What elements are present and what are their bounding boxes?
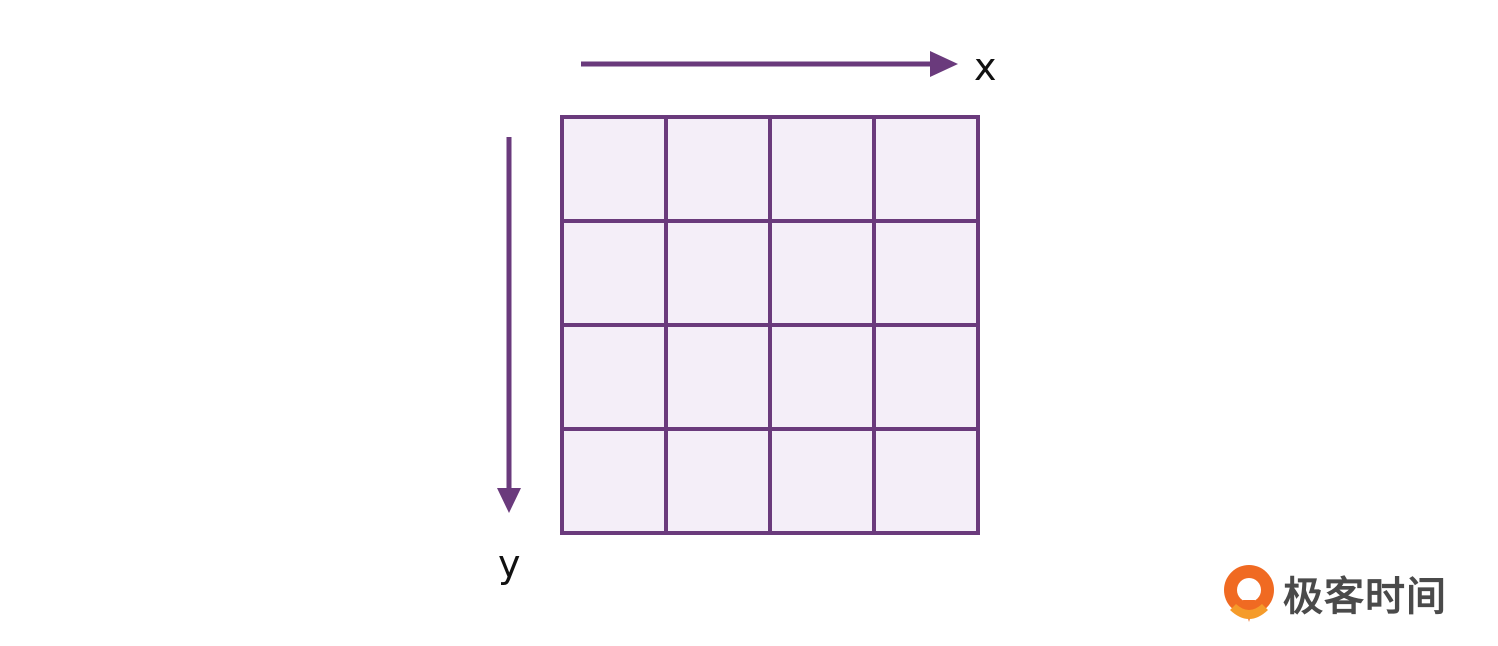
brand-logo: 极客时间 <box>1224 565 1447 622</box>
grid-cell <box>872 219 980 327</box>
grid-cell <box>560 115 668 223</box>
grid-cell <box>664 427 772 535</box>
grid-cell <box>664 219 772 327</box>
y-axis-label: y <box>498 542 521 586</box>
y-axis <box>497 137 521 513</box>
grid-cell <box>768 427 876 535</box>
grid-cell <box>560 219 668 327</box>
y-axis-arrowhead <box>497 488 521 513</box>
grid-cell <box>768 115 876 223</box>
grid-cell <box>560 323 668 431</box>
grid-cell <box>664 115 772 223</box>
grid-cell <box>872 115 980 223</box>
grid-cell <box>768 219 876 327</box>
geek-time-logo-icon <box>1224 565 1274 622</box>
brand-name: 极客时间 <box>1283 574 1447 620</box>
x-axis <box>581 51 958 77</box>
grid-cell <box>872 427 980 535</box>
x-axis-label: x <box>974 45 997 89</box>
grid-cell <box>664 323 772 431</box>
x-axis-arrowhead <box>930 51 958 77</box>
grid-cell <box>768 323 876 431</box>
grid-cell <box>872 323 980 431</box>
grid-cell <box>560 427 668 535</box>
grid <box>560 115 980 535</box>
